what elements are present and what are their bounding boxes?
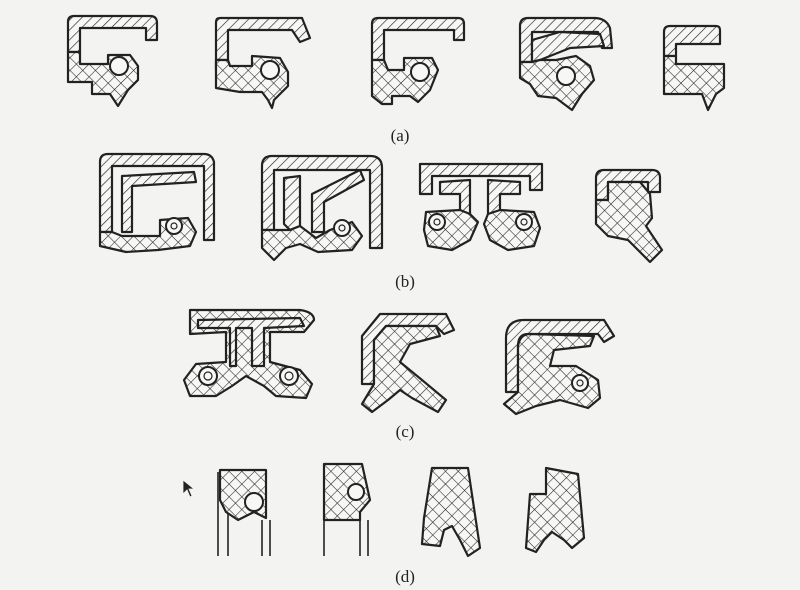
seal-a2 [214, 16, 312, 110]
seal-c2 [360, 312, 456, 414]
group-a: (a) [66, 14, 726, 145]
caption-c: (c) [396, 422, 415, 441]
seal-d2 [322, 462, 372, 556]
seal-d1 [217, 468, 271, 556]
seal-a3 [370, 16, 466, 106]
seal-d4 [524, 466, 586, 554]
seal-a1 [66, 14, 159, 108]
seal-c3 [502, 318, 616, 416]
seal-b4 [594, 168, 664, 264]
seal-b3 [418, 162, 544, 252]
caption-b: (b) [395, 272, 415, 291]
seal-c1 [182, 308, 316, 400]
seal-d3 [420, 466, 482, 558]
caption-d: (d) [395, 567, 415, 586]
seal-a4 [518, 16, 614, 112]
group-b: (b) [98, 152, 664, 291]
seal-a5 [662, 24, 726, 112]
seal-b1 [98, 152, 216, 254]
caption-a: (a) [391, 126, 410, 145]
group-d: (d) [217, 462, 586, 586]
mouse-pointer-icon [182, 479, 196, 498]
group-c: (c) [182, 308, 616, 441]
seal-b2 [260, 154, 384, 262]
